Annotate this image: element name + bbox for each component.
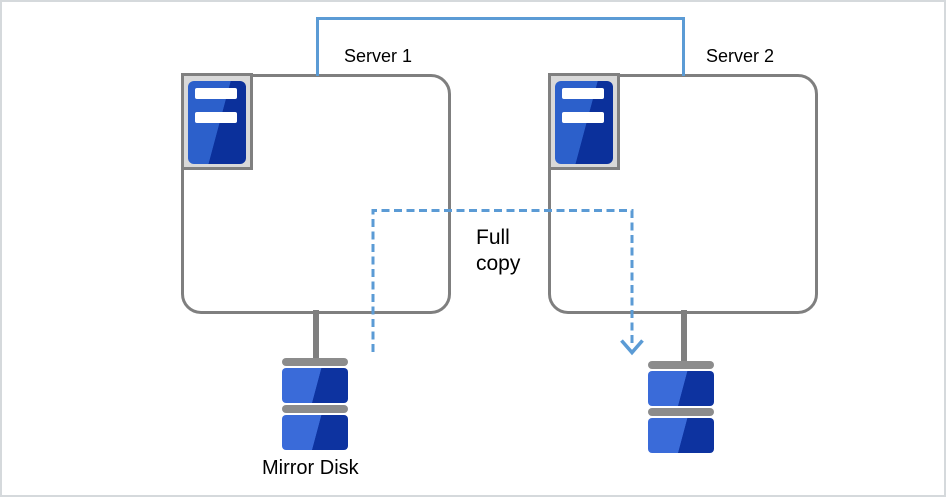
server1-label: Server 1: [344, 46, 413, 66]
server1-icon: [181, 73, 253, 170]
server-tower-icon: [555, 81, 613, 164]
disk-body: [282, 368, 348, 403]
server2-disk-connector: [681, 310, 687, 363]
disk-platter-bar: [282, 405, 348, 413]
drive-slot-bar: [562, 88, 604, 99]
full-copy-label-line2: copy: [476, 252, 521, 275]
disk-body: [648, 371, 714, 406]
server1-disk-connector: [313, 310, 319, 360]
server-tower-icon: [188, 81, 246, 164]
drive-slot-bar: [195, 88, 237, 99]
full-copy-label: Full copy: [476, 225, 520, 277]
mirror-disk-icon-2: [648, 361, 714, 454]
mirror-disk-label: Mirror Disk: [262, 457, 359, 479]
drive-slot-bar: [195, 112, 237, 123]
mirror-disk-icon-1: [282, 358, 348, 451]
disk-body: [282, 415, 348, 450]
full-copy-label-line1: Full: [476, 226, 510, 249]
server2-icon: [548, 73, 620, 170]
drive-slot-bar: [562, 112, 604, 123]
disk-platter-bar: [282, 358, 348, 366]
server2-label: Server 2: [706, 46, 775, 66]
arrow-down-icon: [620, 339, 644, 356]
disk-body: [648, 418, 714, 453]
disk-platter-bar: [648, 361, 714, 369]
disk-platter-bar: [648, 408, 714, 416]
